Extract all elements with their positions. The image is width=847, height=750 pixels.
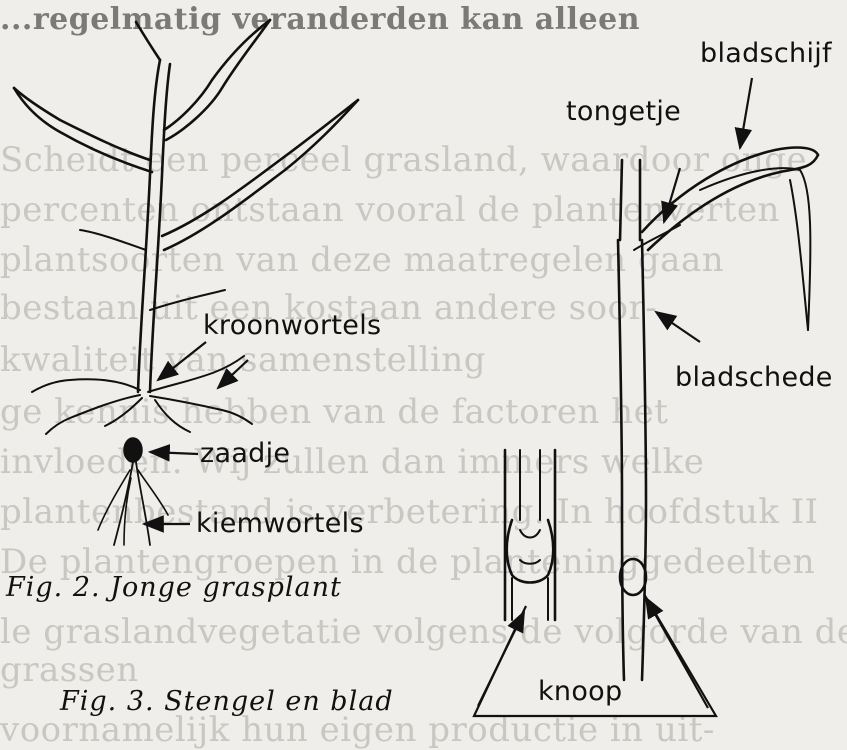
label-kroonwortels: kroonwortels <box>203 310 381 341</box>
young-grass-plant <box>14 20 358 545</box>
bladschijf-arrow <box>740 78 752 148</box>
label-bladschede: bladschede <box>675 362 833 393</box>
label-knoop: knoop <box>538 676 622 707</box>
bladschede-arrow <box>656 312 700 342</box>
tongetje-arrow <box>664 168 680 222</box>
knoop-arrow-right <box>646 598 708 708</box>
caption-fig3: Fig. 3. Stengel en blad <box>60 686 394 717</box>
knoop-arrow-left <box>478 612 524 706</box>
zaadje-arrow <box>150 452 198 454</box>
label-kiemwortels: kiemwortels <box>196 508 364 539</box>
stem-and-leaf <box>505 148 818 680</box>
kroonwortels-arrow <box>158 342 206 380</box>
label-zaadje: zaadje <box>200 438 290 469</box>
label-bladschijf: bladschijf <box>700 38 832 69</box>
caption-fig2: Fig. 2. Jonge grasplant <box>6 572 342 603</box>
label-tongetje: tongetje <box>566 96 681 127</box>
